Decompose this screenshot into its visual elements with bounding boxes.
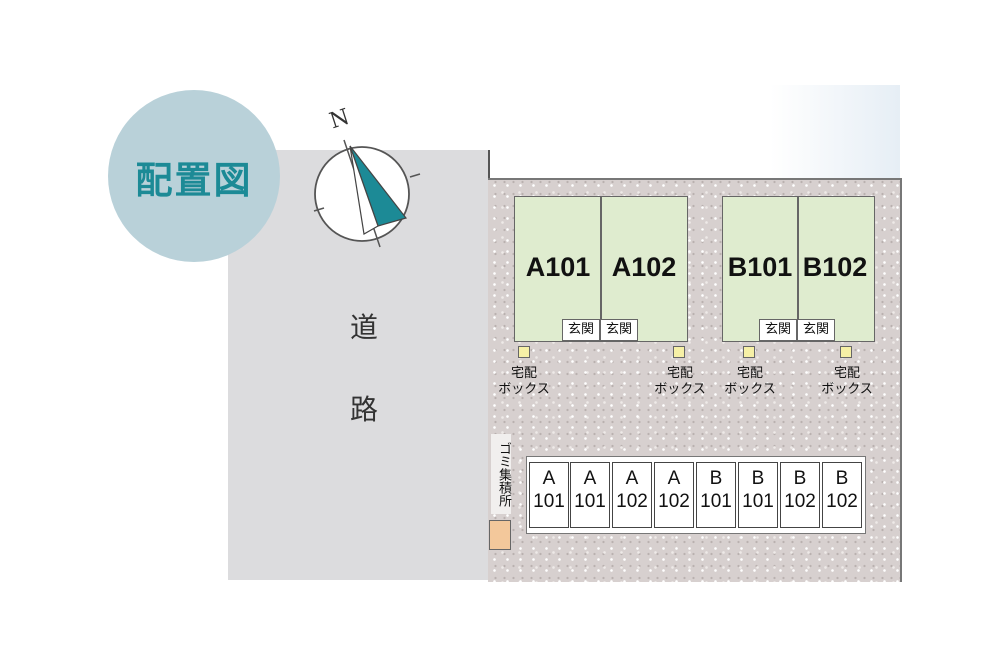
parking-slot-block: A (625, 468, 639, 489)
delivery-box-label-line1: 宅配 (510, 366, 537, 381)
road-label-char-1: 道 (349, 311, 378, 344)
delivery-box-icon (673, 346, 685, 358)
delivery-box-label-line2: ボックス (654, 382, 706, 397)
parking-slot-number: 102 (658, 491, 690, 512)
parking-slot-number: 101 (742, 491, 774, 512)
unit-label-b101: B101 (727, 252, 793, 282)
unit-divider (797, 197, 799, 341)
delivery-box-label-line2: ボックス (724, 382, 776, 397)
delivery-box-label-line1: 宅配 (736, 366, 763, 381)
parking-slot-number: 101 (574, 491, 606, 512)
entrance-label-b101: 玄関 (759, 319, 797, 341)
parking-slot: B 102 (822, 462, 862, 528)
parking-slot-block: A (583, 468, 597, 489)
parking-slot: A 101 (529, 462, 569, 528)
parking-slot-number: 102 (616, 491, 648, 512)
parking-slot-block: B (751, 468, 765, 489)
building-b (722, 196, 875, 342)
delivery-box-label: 宅配 ボックス (488, 366, 560, 398)
parking-slot: B 101 (696, 462, 736, 528)
page-title: 配置図 (135, 159, 253, 202)
delivery-box-label-line2: ボックス (821, 382, 873, 397)
parking-slot-number: 101 (700, 491, 732, 512)
parking-slot-number: 102 (826, 491, 858, 512)
parking-slot: B 101 (738, 462, 778, 528)
delivery-box-label: 宅配 ボックス (811, 366, 883, 398)
parking-slot-block: B (793, 468, 807, 489)
parking-slot: A 102 (612, 462, 652, 528)
road-label-char-2: 路 (349, 393, 378, 426)
delivery-box-icon (840, 346, 852, 358)
delivery-box-icon (743, 346, 755, 358)
entrance-label-a101: 玄関 (562, 319, 600, 341)
parking-slot-block: A (542, 468, 556, 489)
delivery-box-label: 宅配 ボックス (714, 366, 786, 398)
entrance-label-b102: 玄関 (797, 319, 835, 341)
delivery-box-label-line1: 宅配 (666, 366, 693, 381)
delivery-box-label-line1: 宅配 (833, 366, 860, 381)
parking-slot-block: B (835, 468, 849, 489)
parking-slot: A 102 (654, 462, 694, 528)
unit-label-a102: A102 (611, 252, 677, 282)
parking-slot: A 101 (570, 462, 610, 528)
compass (313, 139, 421, 248)
unit-label-a101: A101 (525, 252, 591, 282)
unit-label-b102: B102 (802, 252, 868, 282)
delivery-box-icon (518, 346, 530, 358)
delivery-box-label: 宅配 ボックス (644, 366, 716, 398)
parking-slot: B 102 (780, 462, 820, 528)
parking-slot-block: A (667, 468, 681, 489)
parking-slot-number: 101 (533, 491, 565, 512)
entrance-label-a102: 玄関 (600, 319, 638, 341)
garbage-area (489, 520, 511, 550)
parking-slot-number: 102 (784, 491, 816, 512)
garbage-area-label: ゴミ集積所 (491, 434, 511, 514)
parking-slot-block: B (709, 468, 723, 489)
delivery-box-label-line2: ボックス (498, 382, 550, 397)
unit-divider (600, 197, 602, 341)
title-badge (108, 90, 280, 262)
